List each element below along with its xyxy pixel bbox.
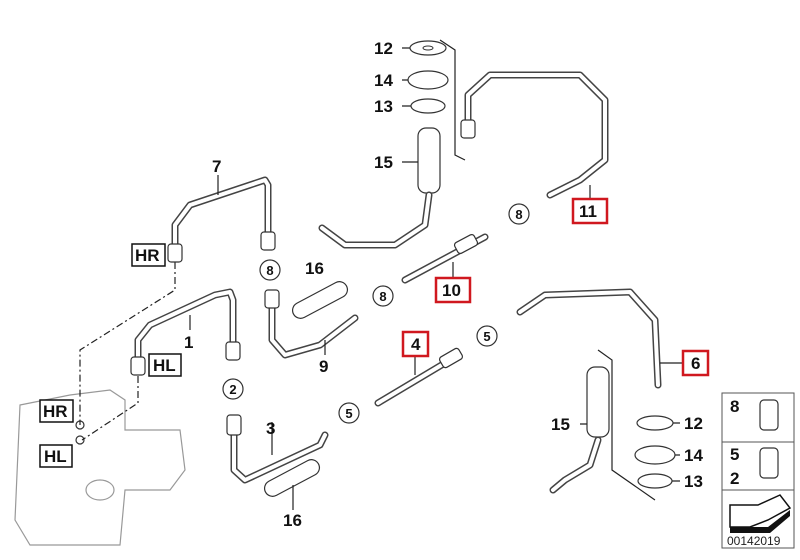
callout-16-bottom: 16: [283, 511, 302, 530]
leader-lines: [189, 47, 683, 510]
highlight-callout-6: 6: [681, 349, 710, 377]
tag-hl-unit: HL: [39, 444, 73, 468]
callout-13-bottom: 13: [684, 472, 703, 491]
highlight-callout-10: 10: [434, 276, 472, 304]
circled-callout-8a: 8: [259, 259, 281, 281]
brake-pipe-7: [167, 176, 276, 263]
callout-14-bottom: 14: [684, 446, 703, 465]
svg-text:HR: HR: [135, 246, 160, 265]
brake-pipe-10: [401, 233, 489, 284]
legend-label-2: 2: [730, 469, 739, 488]
svg-text:10: 10: [442, 281, 461, 300]
brake-hose-6: [516, 288, 662, 389]
legend-label-8: 8: [730, 397, 739, 416]
fitting-legend: 8 5 2: [721, 392, 795, 549]
circled-callout-8c: 8: [508, 203, 530, 225]
svg-text:HL: HL: [153, 356, 176, 375]
fitting-nut-icon: [759, 447, 779, 479]
highlight-callout-11: 11: [571, 197, 609, 225]
bottom-mount-stack: [549, 349, 676, 501]
svg-text:5: 5: [483, 329, 490, 344]
top-mount-stack: [318, 39, 466, 249]
tag-hr-unit: HR: [39, 399, 74, 423]
svg-text:2: 2: [229, 382, 236, 397]
callout-13-top: 13: [374, 97, 393, 116]
highlight-callout-4: 4: [401, 330, 430, 358]
tag-hr-top: HR: [131, 243, 166, 267]
arrow-shadow-icon: [730, 510, 790, 533]
callout-16-top: 16: [305, 259, 324, 278]
svg-text:HL: HL: [44, 447, 67, 466]
circled-callout-5a: 5: [476, 325, 498, 347]
brake-pipe-3: [226, 414, 329, 484]
callout-12-top: 12: [374, 39, 393, 58]
callout-12-bottom: 12: [684, 414, 703, 433]
callout-7: 7: [212, 157, 221, 176]
svg-text:8: 8: [266, 263, 273, 278]
sleeve-16-bottom: [263, 459, 321, 497]
svg-text:HR: HR: [43, 402, 68, 421]
brake-hose-11: [460, 71, 609, 199]
callout-1: 1: [184, 333, 193, 352]
callout-9: 9: [319, 357, 328, 376]
brake-pipe-1: [130, 288, 241, 376]
svg-text:8: 8: [379, 289, 386, 304]
brake-pipe-9: [264, 289, 359, 359]
legend-label-5: 5: [730, 445, 739, 464]
diagram-code: 00142019: [727, 534, 781, 548]
tag-hl-top: HL: [148, 353, 182, 377]
circled-callout-2: 2: [222, 378, 244, 400]
callout-3: 3: [266, 419, 275, 438]
bracket-15-bottom: [586, 366, 610, 438]
connection-line-hl: [81, 376, 139, 441]
circled-callout-5b: 5: [338, 402, 360, 424]
svg-text:6: 6: [691, 354, 700, 373]
bracket-15-top: [417, 127, 441, 194]
brake-pipe-4: [374, 347, 464, 407]
callout-15-top: 15: [374, 153, 393, 172]
circled-callout-8b: 8: [372, 285, 394, 307]
svg-text:5: 5: [345, 406, 352, 421]
fitting-nut-icon: [759, 399, 779, 431]
svg-text:11: 11: [579, 202, 597, 221]
svg-text:4: 4: [411, 335, 421, 354]
callout-15-bottom: 15: [551, 415, 570, 434]
sleeve-16-top: [291, 281, 349, 319]
callout-14-top: 14: [374, 71, 393, 90]
svg-text:8: 8: [515, 207, 522, 222]
